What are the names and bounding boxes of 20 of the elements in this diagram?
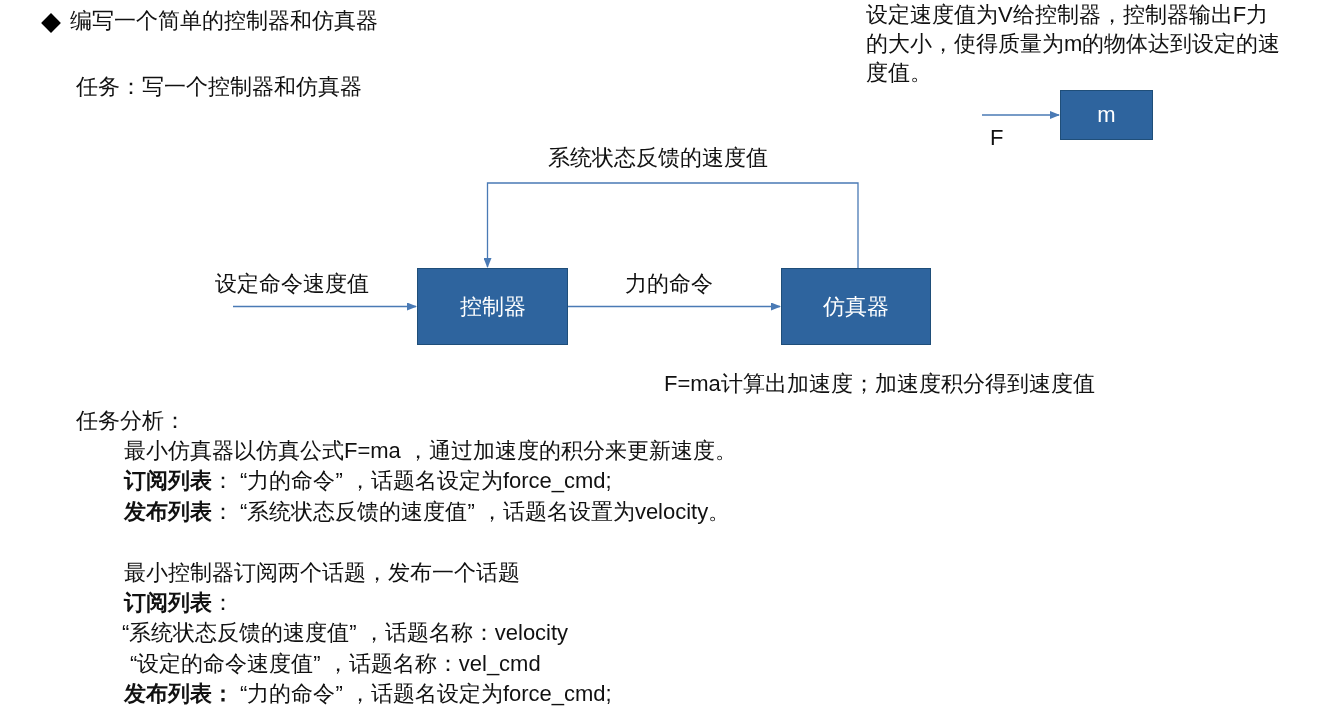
analysis-text: 最小控制器订阅两个话题，发布一个话题 [124,559,520,587]
arrow [232,302,417,311]
slide-heading: 编写一个简单的控制器和仿真器 [70,7,378,35]
list-line: 发布列表： “力的命令” ，话题名设定为force_cmd; [124,680,612,708]
list-line: 订阅列表： “力的命令” ，话题名设定为force_cmd; [124,467,612,495]
process-box: m [1060,90,1153,140]
list-line: “系统状态反馈的速度值” ，话题名称：velocity [122,619,569,647]
arrow [483,182,859,269]
task-text: 任务：写一个控制器和仿真器 [76,73,362,101]
process-box: 仿真器 [781,268,931,345]
process-box: 控制器 [417,268,568,345]
section-heading: 任务分析： [76,407,186,435]
arrow [981,111,1060,119]
list-line: 发布列表： “系统状态反馈的速度值” ，话题名设置为velocity。 [124,498,731,526]
analysis-text: 最小仿真器以仿真公式F=ma ，通过加速度的积分来更新速度。 [124,437,737,465]
arrow [567,302,781,311]
list-line: “设定的命令速度值” ，话题名称：vel_cmd [130,650,541,678]
formula-note: F=ma计算出加速度；加速度积分得到速度值 [664,370,1095,398]
list-heading: 订阅列表： [124,589,234,617]
note-paragraph: 设定速度值为V给控制器，控制器输出F力的大小，使得质量为m的物体达到设定的速度值。 [866,1,1282,87]
